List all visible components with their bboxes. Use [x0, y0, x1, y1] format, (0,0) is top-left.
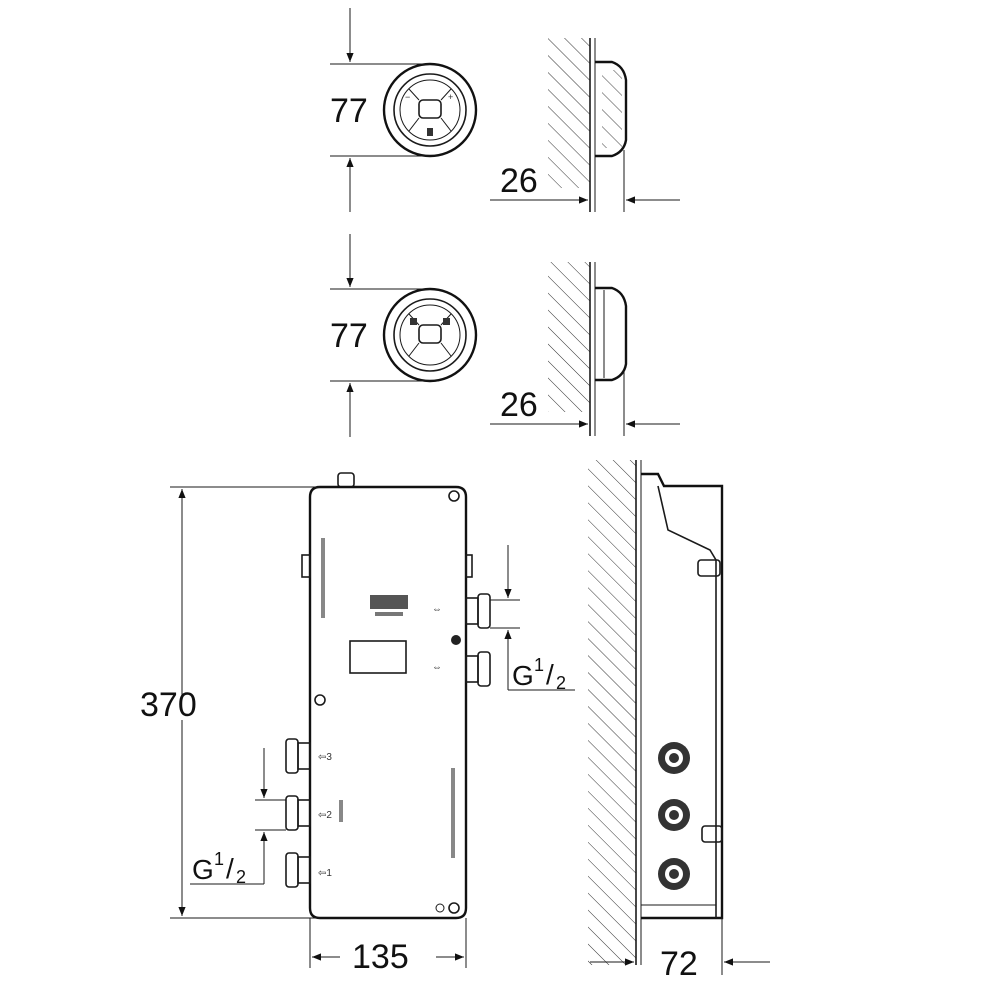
side-connector-middle [658, 799, 690, 831]
svg-text:⇔: ⇔ [432, 662, 442, 673]
side-connector-lower [658, 858, 690, 890]
remote-2-front-view: 77 [330, 234, 478, 437]
remote-button-icon [410, 318, 417, 325]
remote-1-front-view: + − 77 [330, 8, 478, 212]
svg-text:⇦2: ⇦2 [318, 810, 332, 821]
remote-2-side-view: 26 [490, 262, 680, 436]
remote-1-diameter-label: 77 [330, 92, 368, 130]
inlet-connector-2: ⇦2 [285, 795, 343, 831]
remote-button-icon [427, 128, 433, 136]
side-connector-upper [658, 742, 690, 774]
remote-button-icon [443, 318, 450, 325]
remote-1-depth-label: 26 [500, 162, 538, 200]
remote-2-depth-label: 26 [500, 386, 538, 424]
svg-text:⇦3: ⇦3 [318, 752, 332, 763]
inlet-connector-3: ⇦3 [285, 738, 332, 774]
svg-text:/: / [226, 853, 234, 884]
brand-logo-icon [370, 595, 408, 609]
outlet-thread-g: G [512, 660, 534, 691]
display-window [349, 640, 407, 674]
svg-text:+: + [448, 92, 453, 102]
svg-text:/: / [546, 659, 554, 690]
remote-2-diameter-label: 77 [330, 317, 368, 355]
box-width-label: 135 [352, 938, 409, 976]
inlet-thread-numerator: 1 [214, 849, 224, 869]
box-height-label: 370 [140, 686, 197, 724]
outlet-thread-denominator: 2 [556, 673, 566, 693]
control-box-side-view: 72 [588, 460, 770, 983]
outlet-thread-numerator: 1 [534, 655, 544, 675]
inlet-thread-g: G [192, 854, 214, 885]
box-depth-label: 72 [660, 945, 698, 983]
svg-text:−: − [405, 92, 410, 102]
inlet-connector-1: ⇦1 [285, 852, 332, 888]
outlet-connector-upper [465, 593, 491, 629]
svg-text:⇦1: ⇦1 [318, 868, 332, 879]
control-box-front-view: ⇔ ⇔ ⇦3 ⇦2 ⇦1 [140, 472, 575, 976]
outlet-connector-lower [465, 651, 491, 687]
remote-1-side-view: 26 [490, 38, 680, 212]
svg-text:⇔: ⇔ [432, 604, 442, 615]
inlet-thread-denominator: 2 [236, 867, 246, 887]
